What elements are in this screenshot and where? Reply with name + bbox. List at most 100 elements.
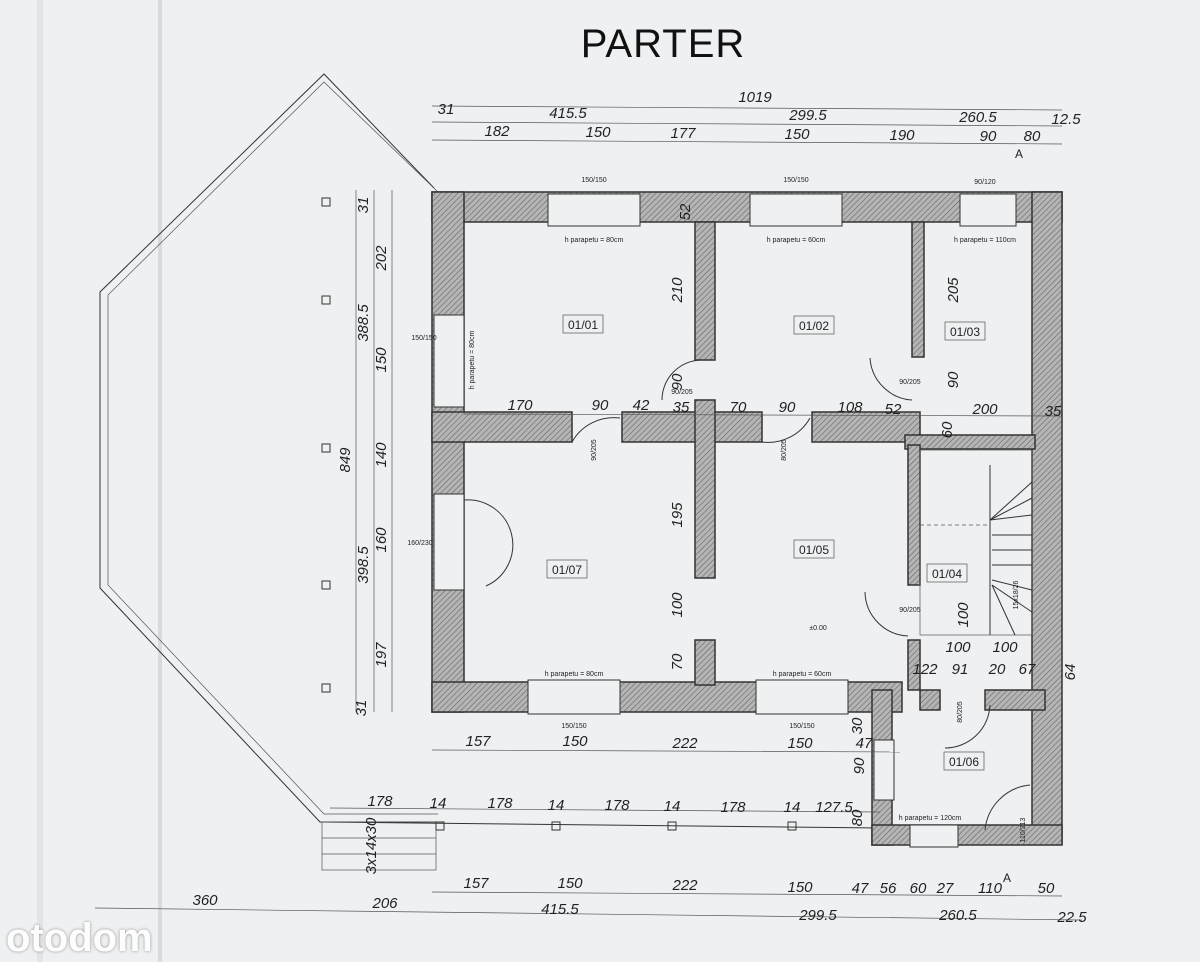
dimension-label: 31 <box>438 101 455 118</box>
section-marker: A <box>1003 871 1011 885</box>
room-label: 01/02 <box>799 319 829 333</box>
dimension-label: 52 <box>677 203 694 220</box>
dimension-label: 100 <box>955 602 972 628</box>
dimension-label: 150 <box>787 735 813 752</box>
door-size: 80/205 <box>957 701 964 723</box>
dimension-label: 27 <box>936 880 954 897</box>
dimension-label: 222 <box>671 877 698 894</box>
door-size: 80/205 <box>781 439 788 461</box>
dimension-label: 47 <box>852 880 869 897</box>
dimension-label: 260.5 <box>958 109 997 126</box>
room-01-06: 01/06 <box>943 751 985 771</box>
terrace-post <box>321 580 331 590</box>
dimension-label: 12.5 <box>1051 111 1081 128</box>
window-size: 150/150 <box>789 723 814 730</box>
dimension-label: 849 <box>337 447 354 473</box>
dimension-label: 30 <box>849 717 866 734</box>
dimension-label: 90 <box>592 397 609 414</box>
dimension-label: 100 <box>669 592 686 618</box>
room-01-02: 01/02 <box>793 315 835 335</box>
dimension-label: 31 <box>355 197 372 214</box>
dimension-label: 52 <box>885 401 902 418</box>
dimension-label: 122 <box>912 661 938 678</box>
dimension-label: 260.5 <box>938 907 977 924</box>
dimension-lines <box>94 105 1083 921</box>
terrace-post <box>667 821 677 831</box>
dimension-label: 80 <box>1024 128 1041 145</box>
terrace-post <box>321 295 331 305</box>
dimension-label: 388.5 <box>355 304 372 342</box>
sill-note: h parapetu = 60cm <box>767 237 826 244</box>
dimension-label: 70 <box>730 399 747 416</box>
dimension-label: 178 <box>487 795 513 812</box>
room-01-07: 01/07 <box>546 559 588 579</box>
dimension-label: 22.5 <box>1056 909 1087 926</box>
dimension-label: 150 <box>787 879 813 896</box>
dimension-label: 299.5 <box>788 107 827 124</box>
room-label: 01/06 <box>949 755 979 769</box>
dimension-label: 150 <box>585 124 611 141</box>
terrace-post <box>551 821 561 831</box>
dimension-label: 150 <box>562 733 588 750</box>
sill-note: h parapetu = 80cm <box>469 331 476 390</box>
dimension-label: 35 <box>673 399 690 416</box>
door-size: 160/230 <box>407 540 432 547</box>
dimension-label: 50 <box>1038 880 1055 897</box>
terrace-post <box>787 821 797 831</box>
door-size: 110/213 <box>1020 818 1027 843</box>
sill-note: h parapetu = 80cm <box>545 671 604 678</box>
dimension-label: 178 <box>604 797 630 814</box>
dimension-label: 14 <box>784 799 801 816</box>
dimension-label: 14 <box>664 798 681 815</box>
room-label: 01/01 <box>568 318 598 332</box>
dimension-label: 70 <box>669 653 686 670</box>
room-label: 01/04 <box>932 567 962 581</box>
dimension-label: 14 <box>430 795 447 812</box>
dimension-label: 42 <box>633 397 650 414</box>
floor-level: ±0.00 <box>809 625 827 632</box>
window-size: 150/150 <box>561 723 586 730</box>
dimension-label: 177 <box>670 125 696 142</box>
dimension-label: 160 <box>373 527 390 553</box>
dimension-label: 35 <box>1045 403 1062 420</box>
dimension-label: 110 <box>978 880 1003 897</box>
dimension-label: 222 <box>671 735 698 752</box>
dimension-label: 67 <box>1019 661 1036 678</box>
watermark: otodom <box>6 916 153 960</box>
dimension-label: 90 <box>851 757 868 774</box>
dimension-label: 90 <box>669 373 686 390</box>
terrace-post <box>321 197 331 207</box>
dimension-label: 150 <box>373 347 390 373</box>
dimension-label: 190 <box>889 127 915 144</box>
doors <box>463 357 1031 831</box>
dimension-label: 1019 <box>738 89 772 106</box>
dimension-label: 178 <box>367 793 393 810</box>
window-size: 150/150 <box>411 335 436 342</box>
room-01-05: 01/05 <box>793 539 835 559</box>
dimension-label: 100 <box>992 639 1018 656</box>
door-size: 90/205 <box>899 607 921 614</box>
door-size: 90/205 <box>591 439 598 461</box>
dimension-label: 14 <box>548 797 565 814</box>
dimension-label: 47 <box>856 735 873 752</box>
staircase <box>919 449 1033 636</box>
dimension-label: 90 <box>980 128 997 145</box>
room-01-01: 01/01 <box>562 314 604 334</box>
dimension-label: 56 <box>880 880 897 897</box>
window-size: 150/150 <box>581 177 606 184</box>
dimension-label: 140 <box>373 442 390 468</box>
dimension-label: 360 <box>192 892 218 909</box>
window-size: 150/150 <box>783 177 808 184</box>
room-label: 01/03 <box>950 325 980 339</box>
dimension-label: 20 <box>988 661 1006 678</box>
dimension-label: 91 <box>952 661 969 678</box>
sill-note: h parapetu = 110cm <box>954 237 1016 244</box>
dimension-label: 200 <box>971 401 998 418</box>
dimension-label: 3x14x30 <box>363 817 380 874</box>
dimension-label: 90 <box>945 371 962 388</box>
sill-note: h parapetu = 60cm <box>773 671 832 678</box>
dimension-label: 127.5 <box>815 799 853 816</box>
room-01-03: 01/03 <box>944 321 986 341</box>
